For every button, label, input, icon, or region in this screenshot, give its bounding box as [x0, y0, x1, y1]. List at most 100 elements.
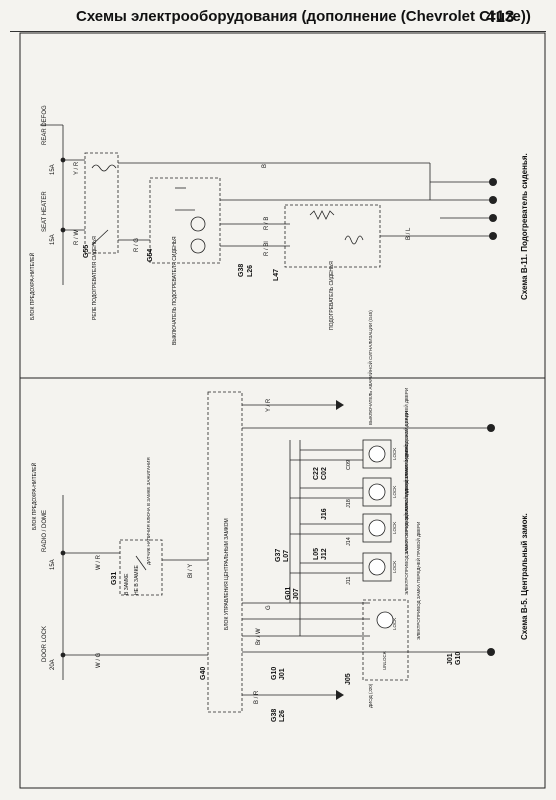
- relay-contact: [91, 229, 109, 246]
- actuator-2-box: [362, 477, 392, 507]
- top-wire-b: B: [262, 164, 268, 168]
- bot-wire-brw: Br / W: [256, 628, 262, 645]
- actuator-2-conn: J18: [346, 499, 352, 508]
- bot-fuse-door-name: DOOR LOCK: [42, 626, 48, 662]
- diode-arrow-icon: [336, 690, 344, 700]
- actuator-1-label: ЭЛЕКТРОПРИВОД ЗАМКА ЗАДНЕЙ ДВЕРИ: [402, 388, 409, 480]
- actuator-4-conn: J11: [346, 577, 352, 585]
- actuator-4-lock: LOCK: [392, 561, 397, 573]
- top-conn-l47: L47: [273, 269, 280, 281]
- bot-conn-l05: L05: [313, 548, 320, 560]
- bot-conn-j01: J01: [279, 668, 286, 680]
- actuator-5-conn: J05: [345, 673, 352, 685]
- bot-conn-j12: J12: [321, 548, 328, 560]
- control-unit-label: БЛОК УПРАВЛЕНИЯ ЦЕНТРАЛЬНЫМ ЗАМКОМ: [224, 518, 230, 630]
- bot-wire-yr: Y / R: [266, 398, 272, 412]
- actuator-5-label: ЭЛЕКТРОПРИВОД ЗАМКА ПЕРЕДНЕЙ ПРАВОЙ ДВЕР…: [414, 522, 421, 640]
- top-fuse1-amp: 15A: [50, 164, 56, 175]
- key-sensor-label: ДАТЧИК НАЛИЧИЯ КЛЮЧА В ЗАМКЕ ЗАЖИГАНИЯ: [146, 457, 151, 565]
- actuator-5-unlock: UNLOCK: [382, 651, 387, 670]
- top-wire-rw: R / W: [74, 230, 80, 245]
- seat-switch-box: [149, 177, 221, 264]
- bot-conn-j07: J07: [293, 588, 300, 600]
- diode-label: ДИОД (J20): [368, 683, 373, 708]
- page-frame: [19, 32, 546, 789]
- bot-conn-l07: L07: [283, 550, 290, 562]
- top-wire-bl: B / L: [406, 227, 412, 240]
- top-conn-g38: G38: [238, 264, 245, 277]
- actuator-1-lock: LOCK: [392, 448, 397, 460]
- relay-box: [84, 152, 119, 254]
- bot-conn-g10b: G10: [455, 652, 462, 665]
- page-number: 413: [486, 7, 515, 26]
- actuator-4-label: ЭЛЕКТРОПРИВОД ЗАМКА ПЕРЕДНЕЙ ЛЕВОЙ ДВЕРИ: [402, 480, 409, 595]
- top-wire-rg: R / G: [134, 238, 140, 252]
- top-heater-label: ПОДОГРЕВАТЕЛЬ СИДЕНЬЯ: [329, 261, 335, 330]
- relay-coil-icon: [91, 164, 117, 172]
- bottom-ground-symbols: [487, 424, 495, 656]
- control-unit-box: [207, 391, 243, 713]
- top-fuse2-name: SEAT HEATER: [42, 191, 48, 232]
- key-sensor-box: [119, 539, 163, 596]
- bot-conn-j16: J16: [321, 508, 328, 520]
- top-wire-rb: R / B: [264, 217, 270, 230]
- actuator-3-label: ЭЛЕКТРОПРИВОД ЗАМКА ЗАДНЕЙ ПРАВОЙ ДВЕРИ: [402, 443, 409, 555]
- ground-5-icon: [487, 424, 495, 432]
- actuator-5-lock: LOCK: [392, 618, 397, 630]
- central-lock-diagram: [60, 391, 488, 713]
- bot-fuse-radio-amp: 15A: [50, 559, 56, 570]
- key-sensor-in-lock: В ЗАМКЕ: [124, 573, 130, 595]
- top-fuse1-name: REAR DEFOG: [42, 105, 48, 145]
- bot-wire-br: B / R: [254, 690, 260, 704]
- header-rule: [10, 31, 546, 32]
- motor-5-icon: [376, 611, 394, 629]
- top-conn-g55: G55: [83, 245, 90, 258]
- actuator-motors: [368, 445, 394, 629]
- top-wire-rbi: R / Bl: [264, 241, 270, 256]
- seat-heater-diagram: [40, 124, 490, 285]
- top-conn-g54: G54: [147, 249, 154, 262]
- bot-conn-c22: C22: [313, 467, 320, 480]
- ground-2-icon: [489, 196, 497, 204]
- seat-heater-box: [284, 204, 381, 268]
- bot-conn-g31: G31: [111, 572, 118, 585]
- ground-1-icon: [489, 178, 497, 186]
- top-ground-symbols: [489, 178, 497, 240]
- actuator-4-box: [362, 552, 392, 582]
- bot-wire-wr: W / R: [96, 554, 102, 570]
- actuator-5-box: [362, 599, 409, 681]
- actuator-1-conn: C09: [346, 460, 352, 470]
- bot-conn-g38: G38: [271, 709, 278, 722]
- top-relay-label: РЕЛЕ ПОДОГРЕВАТЕЛЯ СИДЕНЬЯ: [92, 236, 98, 320]
- switch-lamp-2-icon: [190, 238, 206, 254]
- bot-conn-c02: C02: [321, 467, 328, 480]
- actuator-2-label: ЭЛЕКТРОПРИВОД ЗАМКА ЗАДНЕЙ ЛЕВОЙ ДВЕРИ: [402, 411, 409, 520]
- top-wire-yr: Y / R: [74, 161, 80, 175]
- page-header: Схемы электрооборудования (дополнение (C…: [0, 0, 556, 34]
- motor-2-icon: [368, 483, 386, 501]
- heater-element-1-icon: [309, 210, 335, 220]
- bot-wire-wg: W / G: [96, 652, 102, 668]
- bot-conn-g10: G10: [271, 667, 278, 680]
- actuator-3-lock: LOCK: [392, 522, 397, 534]
- bot-fuse-block-label: БЛОК ПРЕДОХРА-НИТЕЛЕЙ: [30, 462, 38, 530]
- page-title: Схемы электрооборудования (дополнение (C…: [76, 8, 531, 25]
- bottom-caption: Схема В-5. Центральный замок.: [520, 513, 529, 640]
- bot-conn-l26: L26: [279, 710, 286, 722]
- bot-conn-j01b: J01: [447, 653, 454, 665]
- bot-conn-g01: G01: [285, 587, 292, 600]
- hazard-switch-label: ВЫКЛЮЧАТЕЛЬ АВАРИЙНОЙ СИГНАЛИЗАЦИИ (G45): [366, 310, 373, 425]
- actuator-2-lock: LOCK: [392, 486, 397, 498]
- bot-fuse-door-amp: 20A: [50, 659, 56, 670]
- bot-fuse-radio-name: RADIO / DOME: [42, 510, 48, 552]
- actuator-3-box: [362, 513, 392, 543]
- key-sensor-contact: [135, 555, 147, 571]
- bot-wire-bly: Bl / Y: [188, 564, 194, 578]
- bot-conn-g37: G37: [275, 549, 282, 562]
- switch-lamp-1-icon: [190, 216, 206, 232]
- key-sensor-not-in-lock: НЕ В ЗАМКЕ: [134, 565, 140, 595]
- ground-4-icon: [489, 232, 497, 240]
- top-caption: Схема В-11. Подогреватель сиденья.: [520, 153, 529, 300]
- motor-1-icon: [368, 445, 386, 463]
